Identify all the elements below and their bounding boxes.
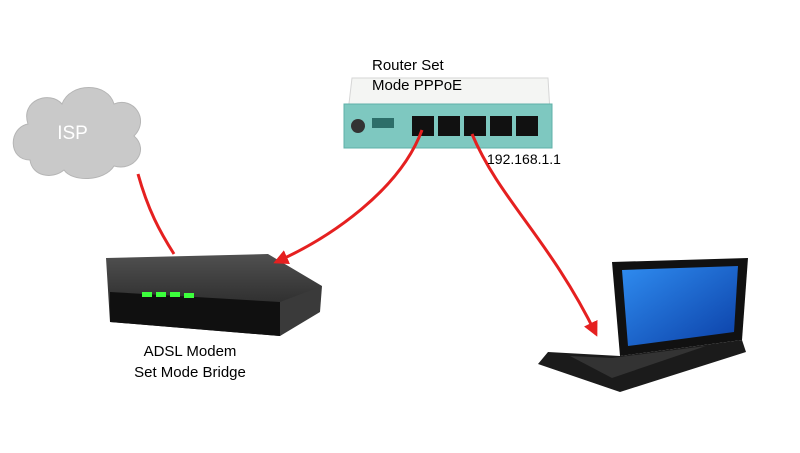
cable-isp-modem [136,173,176,255]
router-port-1 [412,116,434,136]
isp-label: ISP [57,123,88,144]
modem-label-line-2: Set Mode Bridge [134,364,246,381]
cable-router-modem [273,129,424,264]
router-port-3 [464,116,486,136]
cloud-icon [12,87,141,180]
router-title-line-1: Router Set [372,57,444,74]
router-port-5 [516,116,538,136]
router-port-4 [490,116,512,136]
modem-icon [106,254,322,336]
laptop-icon [538,258,748,392]
router-title-line-2: Mode PPPoE [372,77,463,94]
router-ip-label: 192.168.1.1 [487,151,561,167]
router-icon [343,77,553,149]
cable-router-laptop [470,133,598,337]
router-port-2 [438,116,460,136]
modem-label-line-1: ADSL Modem [143,343,237,360]
